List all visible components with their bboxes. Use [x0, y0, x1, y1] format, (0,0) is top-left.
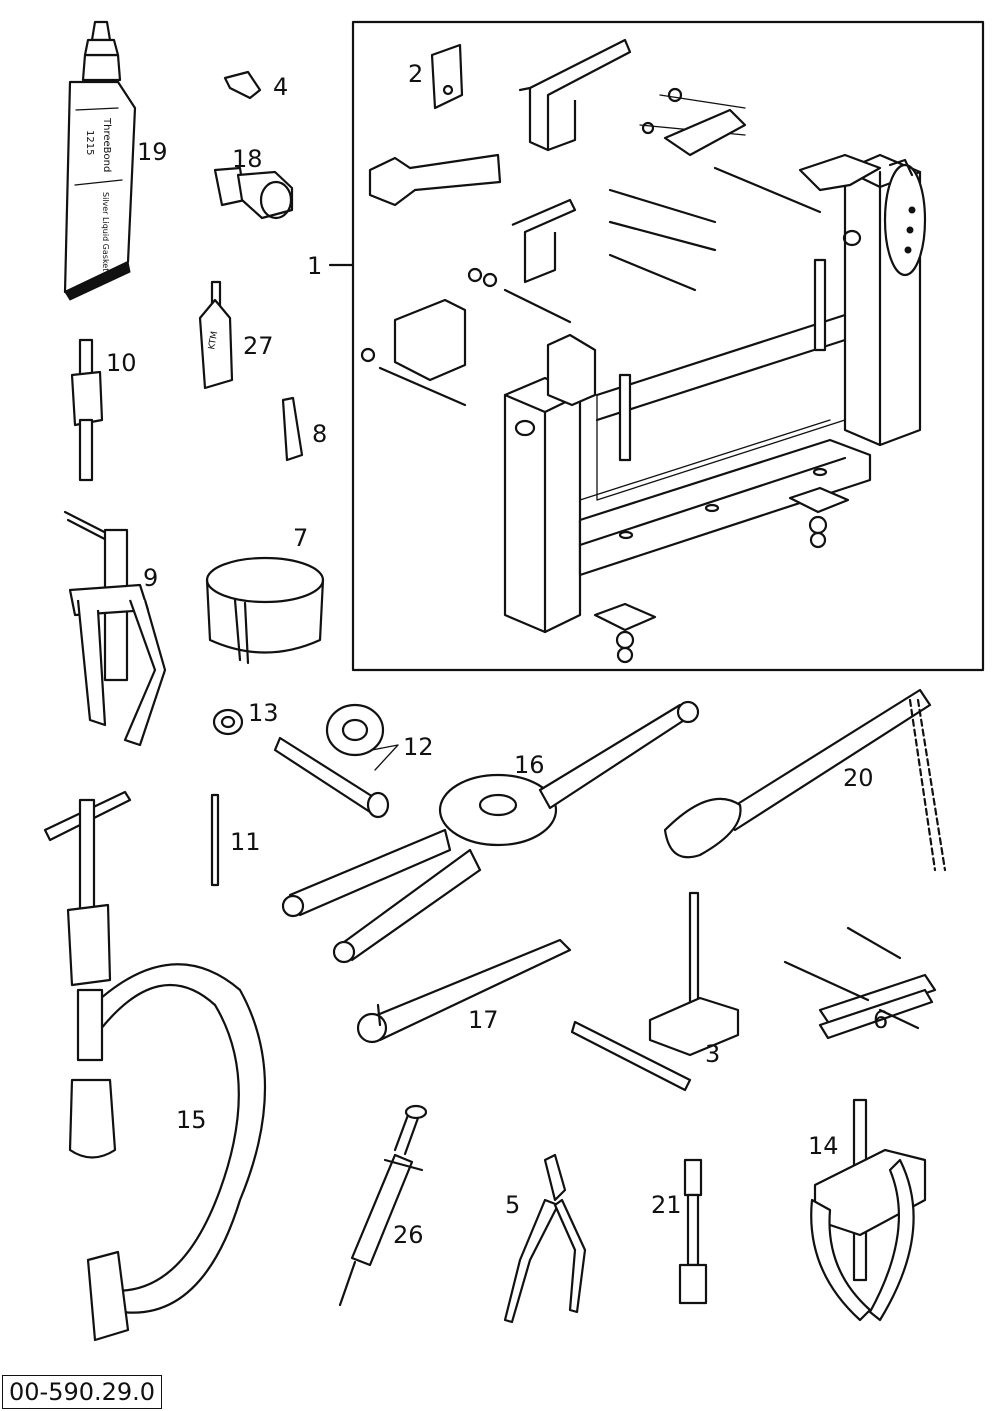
- item-10-puller: [70, 338, 104, 482]
- callout-18: 18: [232, 145, 263, 173]
- callout-13: 13: [248, 699, 279, 727]
- callout-17: 17: [468, 1006, 499, 1034]
- callout-12: 12: [403, 733, 434, 761]
- callout-4: 4: [273, 73, 288, 101]
- item-6-tool: [783, 926, 937, 1040]
- item-8-pin: [281, 396, 304, 462]
- callout-8: 8: [312, 420, 327, 448]
- item-16-tool: [281, 700, 700, 964]
- callout-27: 27: [243, 332, 274, 360]
- callout-21: 21: [651, 1191, 682, 1219]
- tube-number: 1215: [84, 130, 95, 155]
- callout-10: 10: [106, 349, 137, 377]
- callout-19: 19: [137, 138, 168, 166]
- callout-2: 2: [408, 60, 423, 88]
- item-27-bottle: KTM: [198, 280, 234, 390]
- item-4-cone: [223, 70, 262, 100]
- document-code: 00-590.29.0: [2, 1375, 163, 1409]
- callout-1: 1: [307, 252, 322, 280]
- item-5-pliers: [503, 1153, 587, 1324]
- item-3-tool: [570, 891, 740, 1092]
- item-21-tool: [678, 1158, 708, 1305]
- item-17-spanner: [356, 938, 572, 1044]
- item-13-nut: [212, 708, 244, 736]
- callout-20: 20: [843, 764, 874, 792]
- engine-stand-drawing: [360, 38, 927, 664]
- item-7-ring: [205, 556, 325, 665]
- bottle-label: KTM: [207, 331, 220, 351]
- tube-brand: ThreeBond: [101, 117, 112, 172]
- callout-11: 11: [230, 828, 261, 856]
- item-15-press: [43, 790, 267, 1342]
- callout-14: 14: [808, 1132, 839, 1160]
- callout-16: 16: [514, 751, 545, 779]
- item-14-puller: [810, 1098, 927, 1322]
- item-20-chain-wrench: [663, 688, 947, 872]
- item-9-puller: [63, 510, 167, 747]
- callout-15: 15: [176, 1106, 207, 1134]
- threebond-tube: ThreeBond 1215 Silver Liquid Gasket: [63, 20, 137, 301]
- item-26-syringe: [338, 1104, 428, 1307]
- callout-26: 26: [393, 1221, 424, 1249]
- item-11-pin: [210, 793, 220, 887]
- callout-6: 6: [873, 1006, 888, 1034]
- item-18-socket: [213, 166, 294, 220]
- callout-3: 3: [705, 1040, 720, 1068]
- item-12-bolt: [273, 703, 399, 819]
- callout-5: 5: [505, 1191, 520, 1219]
- tube-text: Silver Liquid Gasket: [101, 192, 110, 271]
- callout-7: 7: [293, 524, 308, 552]
- callout-9: 9: [143, 564, 158, 592]
- engine-stand-frame: [351, 20, 985, 672]
